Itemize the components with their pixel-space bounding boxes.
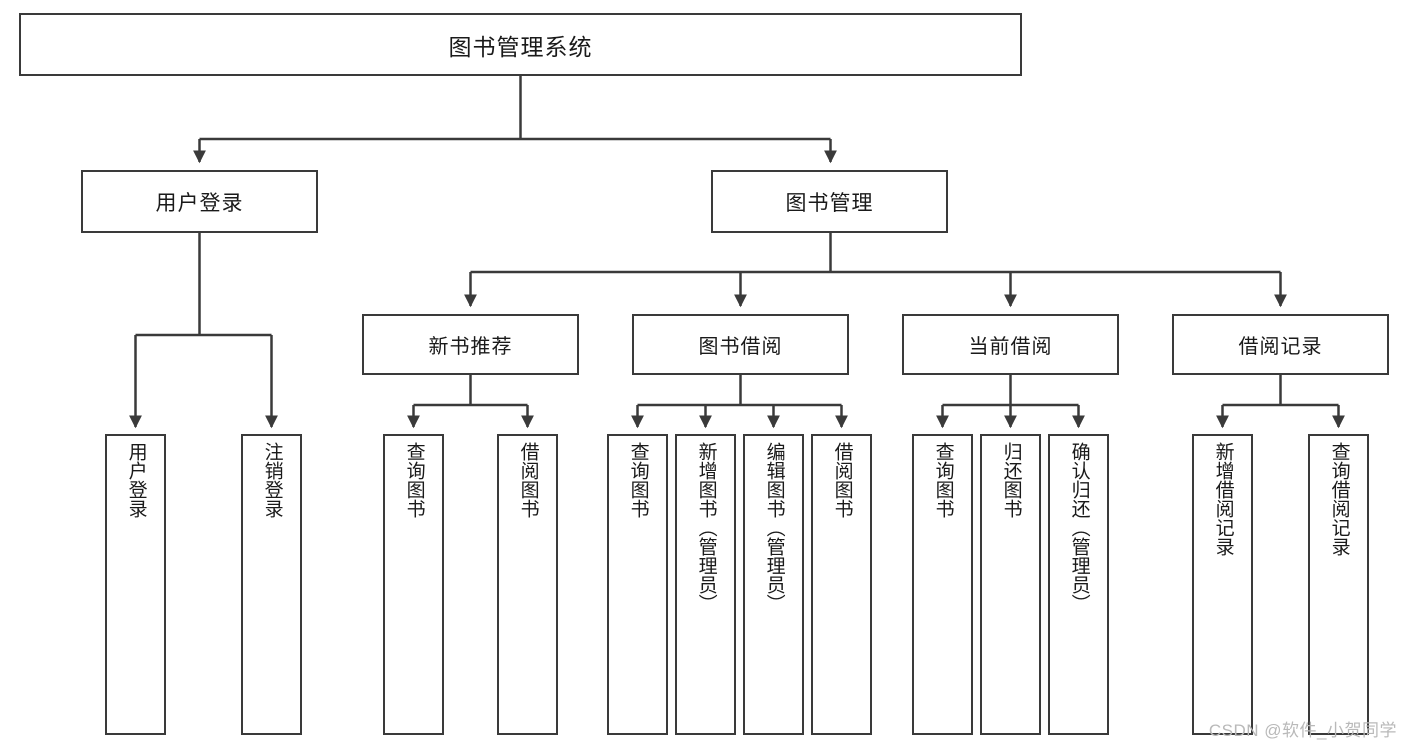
node-label: 新增借阅记录 [1212, 442, 1234, 556]
node-book-management[interactable]: 图书管理 [711, 170, 948, 233]
node-label: 编辑图书（管理员） [763, 442, 785, 613]
node-label: 注销登录 [261, 442, 283, 518]
node-label: 借阅图书 [831, 442, 853, 518]
node-label: 当前借阅 [968, 336, 1053, 358]
node-label: 用户登录 [125, 442, 147, 518]
leaf-borrow-query-book[interactable]: 查询图书 [607, 434, 668, 735]
leaf-user-login-login[interactable]: 用户登录 [105, 434, 166, 735]
node-user-login[interactable]: 用户登录 [81, 170, 318, 233]
leaf-current-return-book[interactable]: 归还图书 [980, 434, 1041, 735]
node-label: 查询图书 [627, 442, 649, 518]
node-borrowing-records[interactable]: 借阅记录 [1172, 314, 1389, 375]
node-label: 借阅记录 [1238, 336, 1323, 358]
node-label: 图书管理 [785, 191, 874, 215]
node-label: 归还图书 [1000, 442, 1022, 518]
node-label: 新书推荐 [428, 336, 513, 358]
leaf-user-login-logout[interactable]: 注销登录 [241, 434, 302, 735]
node-label: 图书管理系统 [448, 33, 593, 60]
leaf-recommend-borrow-book[interactable]: 借阅图书 [497, 434, 558, 735]
node-label: 新增图书（管理员） [695, 442, 717, 613]
node-new-book-recommendation[interactable]: 新书推荐 [362, 314, 579, 375]
node-current-borrowing[interactable]: 当前借阅 [902, 314, 1119, 375]
leaf-recommend-query-book[interactable]: 查询图书 [383, 434, 444, 735]
leaf-record-query-borrow-record[interactable]: 查询借阅记录 [1308, 434, 1369, 735]
node-root-book-management-system[interactable]: 图书管理系统 [19, 13, 1022, 76]
node-label: 用户登录 [155, 191, 244, 215]
node-label: 借阅图书 [517, 442, 539, 518]
node-label: 查询图书 [403, 442, 425, 518]
node-label: 确认归还（管理员） [1068, 442, 1090, 613]
node-label: 查询借阅记录 [1328, 442, 1350, 556]
node-label: 查询图书 [932, 442, 954, 518]
leaf-borrow-edit-book-admin[interactable]: 编辑图书（管理员） [743, 434, 804, 735]
leaf-current-confirm-return-admin[interactable]: 确认归还（管理员） [1048, 434, 1109, 735]
csdn-watermark: CSDN @软件_小贺同学 [1208, 721, 1397, 740]
leaf-borrow-borrow-book[interactable]: 借阅图书 [811, 434, 872, 735]
node-book-borrowing[interactable]: 图书借阅 [632, 314, 849, 375]
leaf-record-add-borrow-record[interactable]: 新增借阅记录 [1192, 434, 1253, 735]
leaf-borrow-add-book-admin[interactable]: 新增图书（管理员） [675, 434, 736, 735]
leaf-current-query-book[interactable]: 查询图书 [912, 434, 973, 735]
node-label: 图书借阅 [698, 336, 783, 358]
